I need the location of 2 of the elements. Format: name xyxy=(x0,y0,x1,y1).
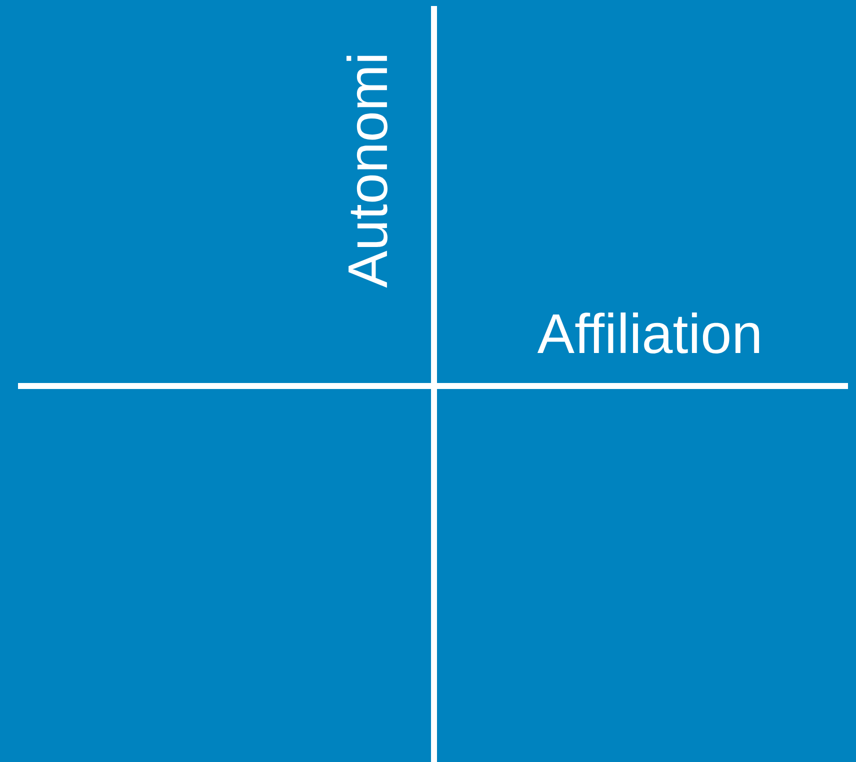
axis-label: Affiliation xyxy=(537,312,760,354)
axis-label: Autonomi xyxy=(346,56,388,288)
